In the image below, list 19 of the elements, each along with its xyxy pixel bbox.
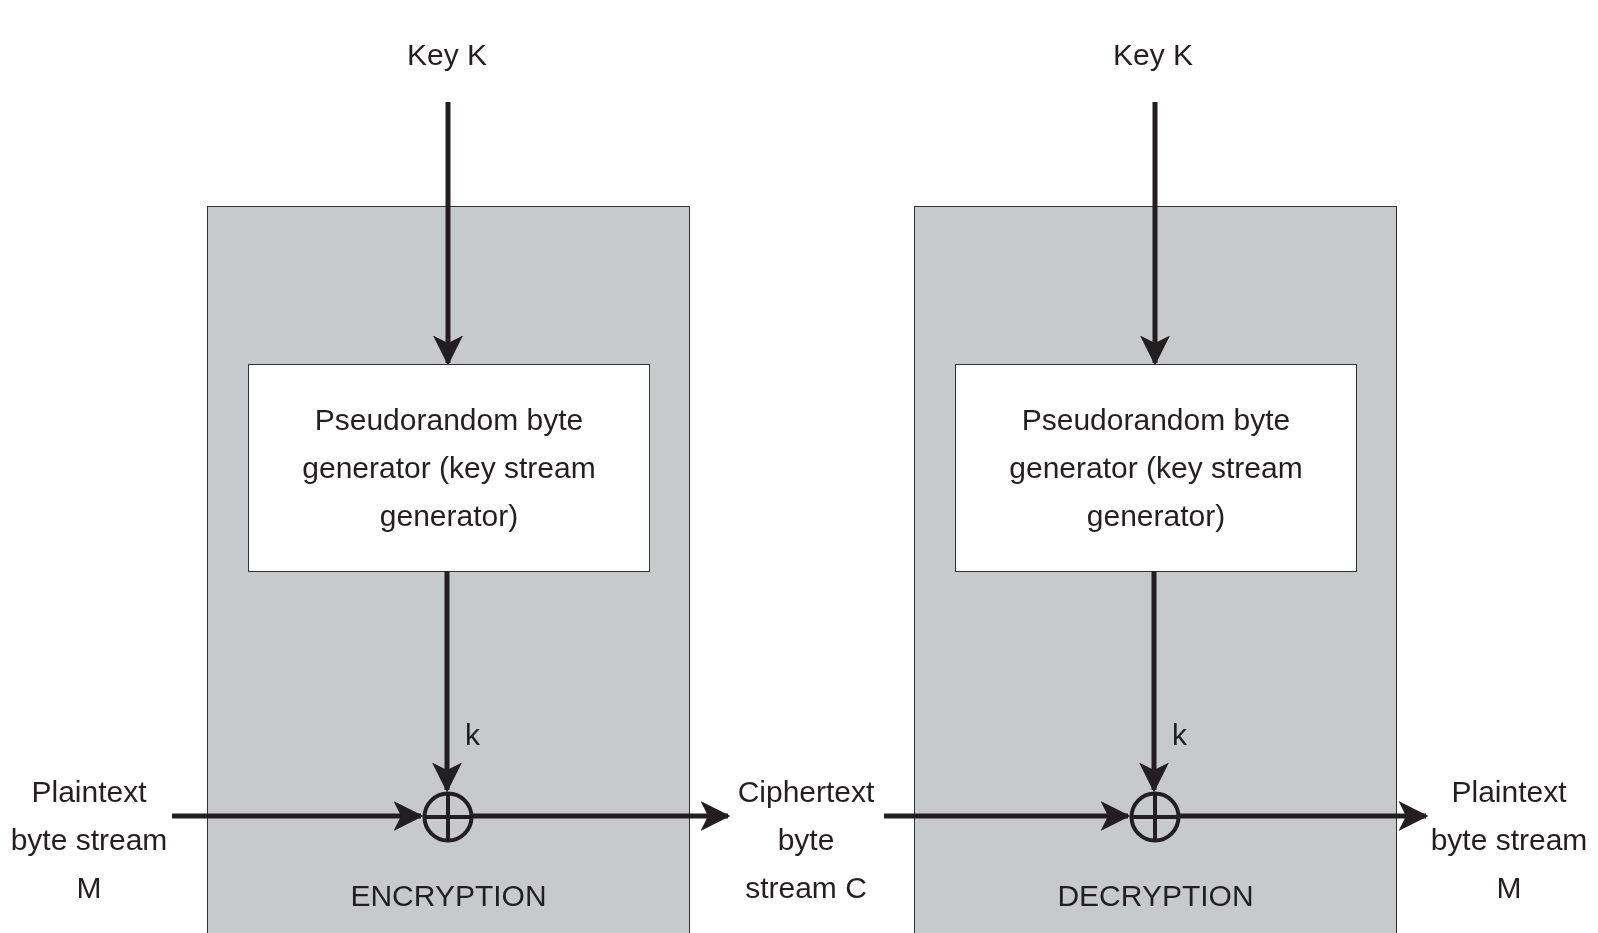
stream-label: Key K: [1112, 37, 1193, 73]
stream-label: Plaintext byte stream M: [9, 774, 169, 906]
arrow: [433, 102, 463, 366]
panel-title: ENCRYPTION: [349, 881, 548, 911]
arrow: [1140, 102, 1170, 366]
arrow: [1180, 801, 1429, 831]
process-box: Pseudorandom byte generator (key stream generator): [248, 364, 650, 572]
arrow: [884, 801, 1131, 831]
arrow: [473, 801, 731, 831]
stream-label: Key K: [406, 37, 487, 73]
stream-label: Ciphertext byte stream C: [736, 774, 876, 906]
arrow: [1139, 571, 1169, 793]
arrow: [432, 571, 462, 793]
stream-label: Plaintext byte stream M: [1429, 774, 1589, 906]
process-box: Pseudorandom byte generator (key stream generator): [955, 364, 1357, 572]
process-panel: [914, 206, 1397, 933]
arrow: [172, 801, 424, 831]
panel-title: DECRYPTION: [1056, 881, 1255, 911]
process-panel: [207, 206, 690, 933]
